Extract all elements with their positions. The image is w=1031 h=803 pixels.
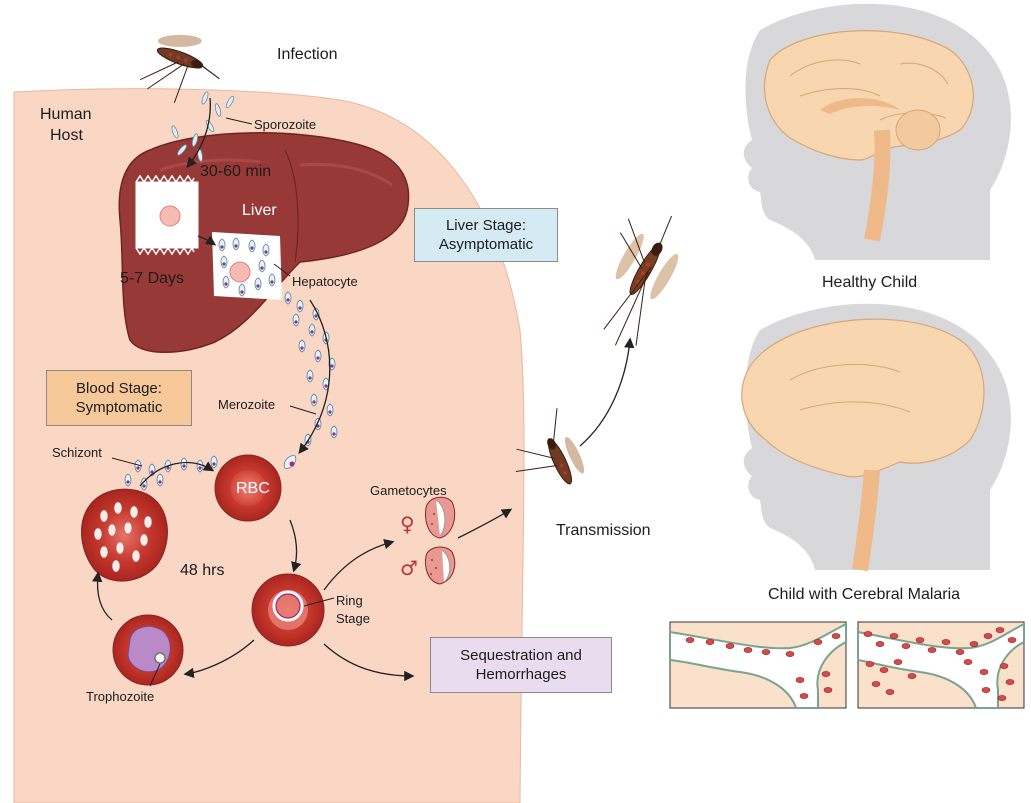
liver-label: Liver	[242, 202, 277, 219]
hrs-48-label: 48 hrs	[180, 562, 225, 579]
liver-stage-subtitle: Asymptomatic	[438, 236, 534, 253]
mosquito-flying-icon	[603, 215, 679, 346]
days-5-7-label: 5-7 Days	[120, 270, 185, 287]
mosquito-infection-icon	[139, 34, 220, 103]
vessel-panel-healthy	[669, 621, 847, 709]
cerebral-malaria-child-label: Child with Cerebral Malaria	[768, 586, 961, 603]
blood-stage-title: Blood Stage:	[76, 379, 162, 397]
human-host-label-line2: Host	[50, 127, 83, 144]
hepatocyte-cell-2	[212, 232, 282, 300]
trophozoite-cell	[112, 614, 184, 686]
healthy-child-label: Healthy Child	[822, 274, 918, 291]
schizont-label: Schizont	[52, 445, 102, 460]
healthy-child-head	[743, 3, 1011, 260]
sequestration-subtitle: Hemorrhages	[475, 666, 567, 683]
trophozoite-label: Trophozoite	[86, 689, 155, 704]
human-host-label-line1: Human	[40, 106, 92, 123]
blood-stage-subtitle: Symptomatic	[75, 399, 163, 416]
infection-label: Infection	[277, 46, 338, 63]
rbc-cell	[214, 454, 297, 522]
liver-stage-title: Liver Stage:	[445, 216, 527, 234]
merozoite-label: Merozoite	[218, 397, 276, 412]
mosquito-transmission-icon	[515, 408, 585, 485]
blood-stage-box: Blood Stage: Symptomatic	[46, 370, 192, 426]
schizont-cell	[81, 488, 168, 582]
sequestration-box: Sequestration and Hemorrhages	[430, 637, 612, 693]
cycle-arrows	[92, 97, 635, 682]
hepatocyte-label: Hepatocyte	[292, 274, 358, 289]
vessel-panel-malaria	[857, 621, 1025, 709]
male-symbol: ♂	[400, 556, 418, 580]
hepatocyte-cell-1	[135, 174, 199, 256]
time-30-60-label: 30-60 min	[200, 163, 272, 180]
sporozoite-label: Sporozoite	[254, 117, 317, 132]
female-symbol: ♀	[400, 512, 415, 536]
liver-stage-box: Liver Stage: Asymptomatic	[414, 208, 558, 262]
ring-stage-cell	[251, 573, 325, 647]
gametocytes	[425, 496, 456, 585]
gametocytes-label: Gametocytes	[370, 483, 447, 498]
transmission-label: Transmission	[556, 522, 651, 539]
ring-stage-label-line2: Stage	[336, 611, 370, 626]
swollen-brain	[741, 318, 985, 478]
ring-stage-label-line1: Ring	[336, 593, 363, 608]
cerebral-malaria-child-head	[741, 303, 1011, 572]
pointer-lines	[111, 117, 335, 687]
rbc-label: RBC	[236, 480, 270, 497]
sequestration-title: Sequestration and	[460, 646, 582, 664]
